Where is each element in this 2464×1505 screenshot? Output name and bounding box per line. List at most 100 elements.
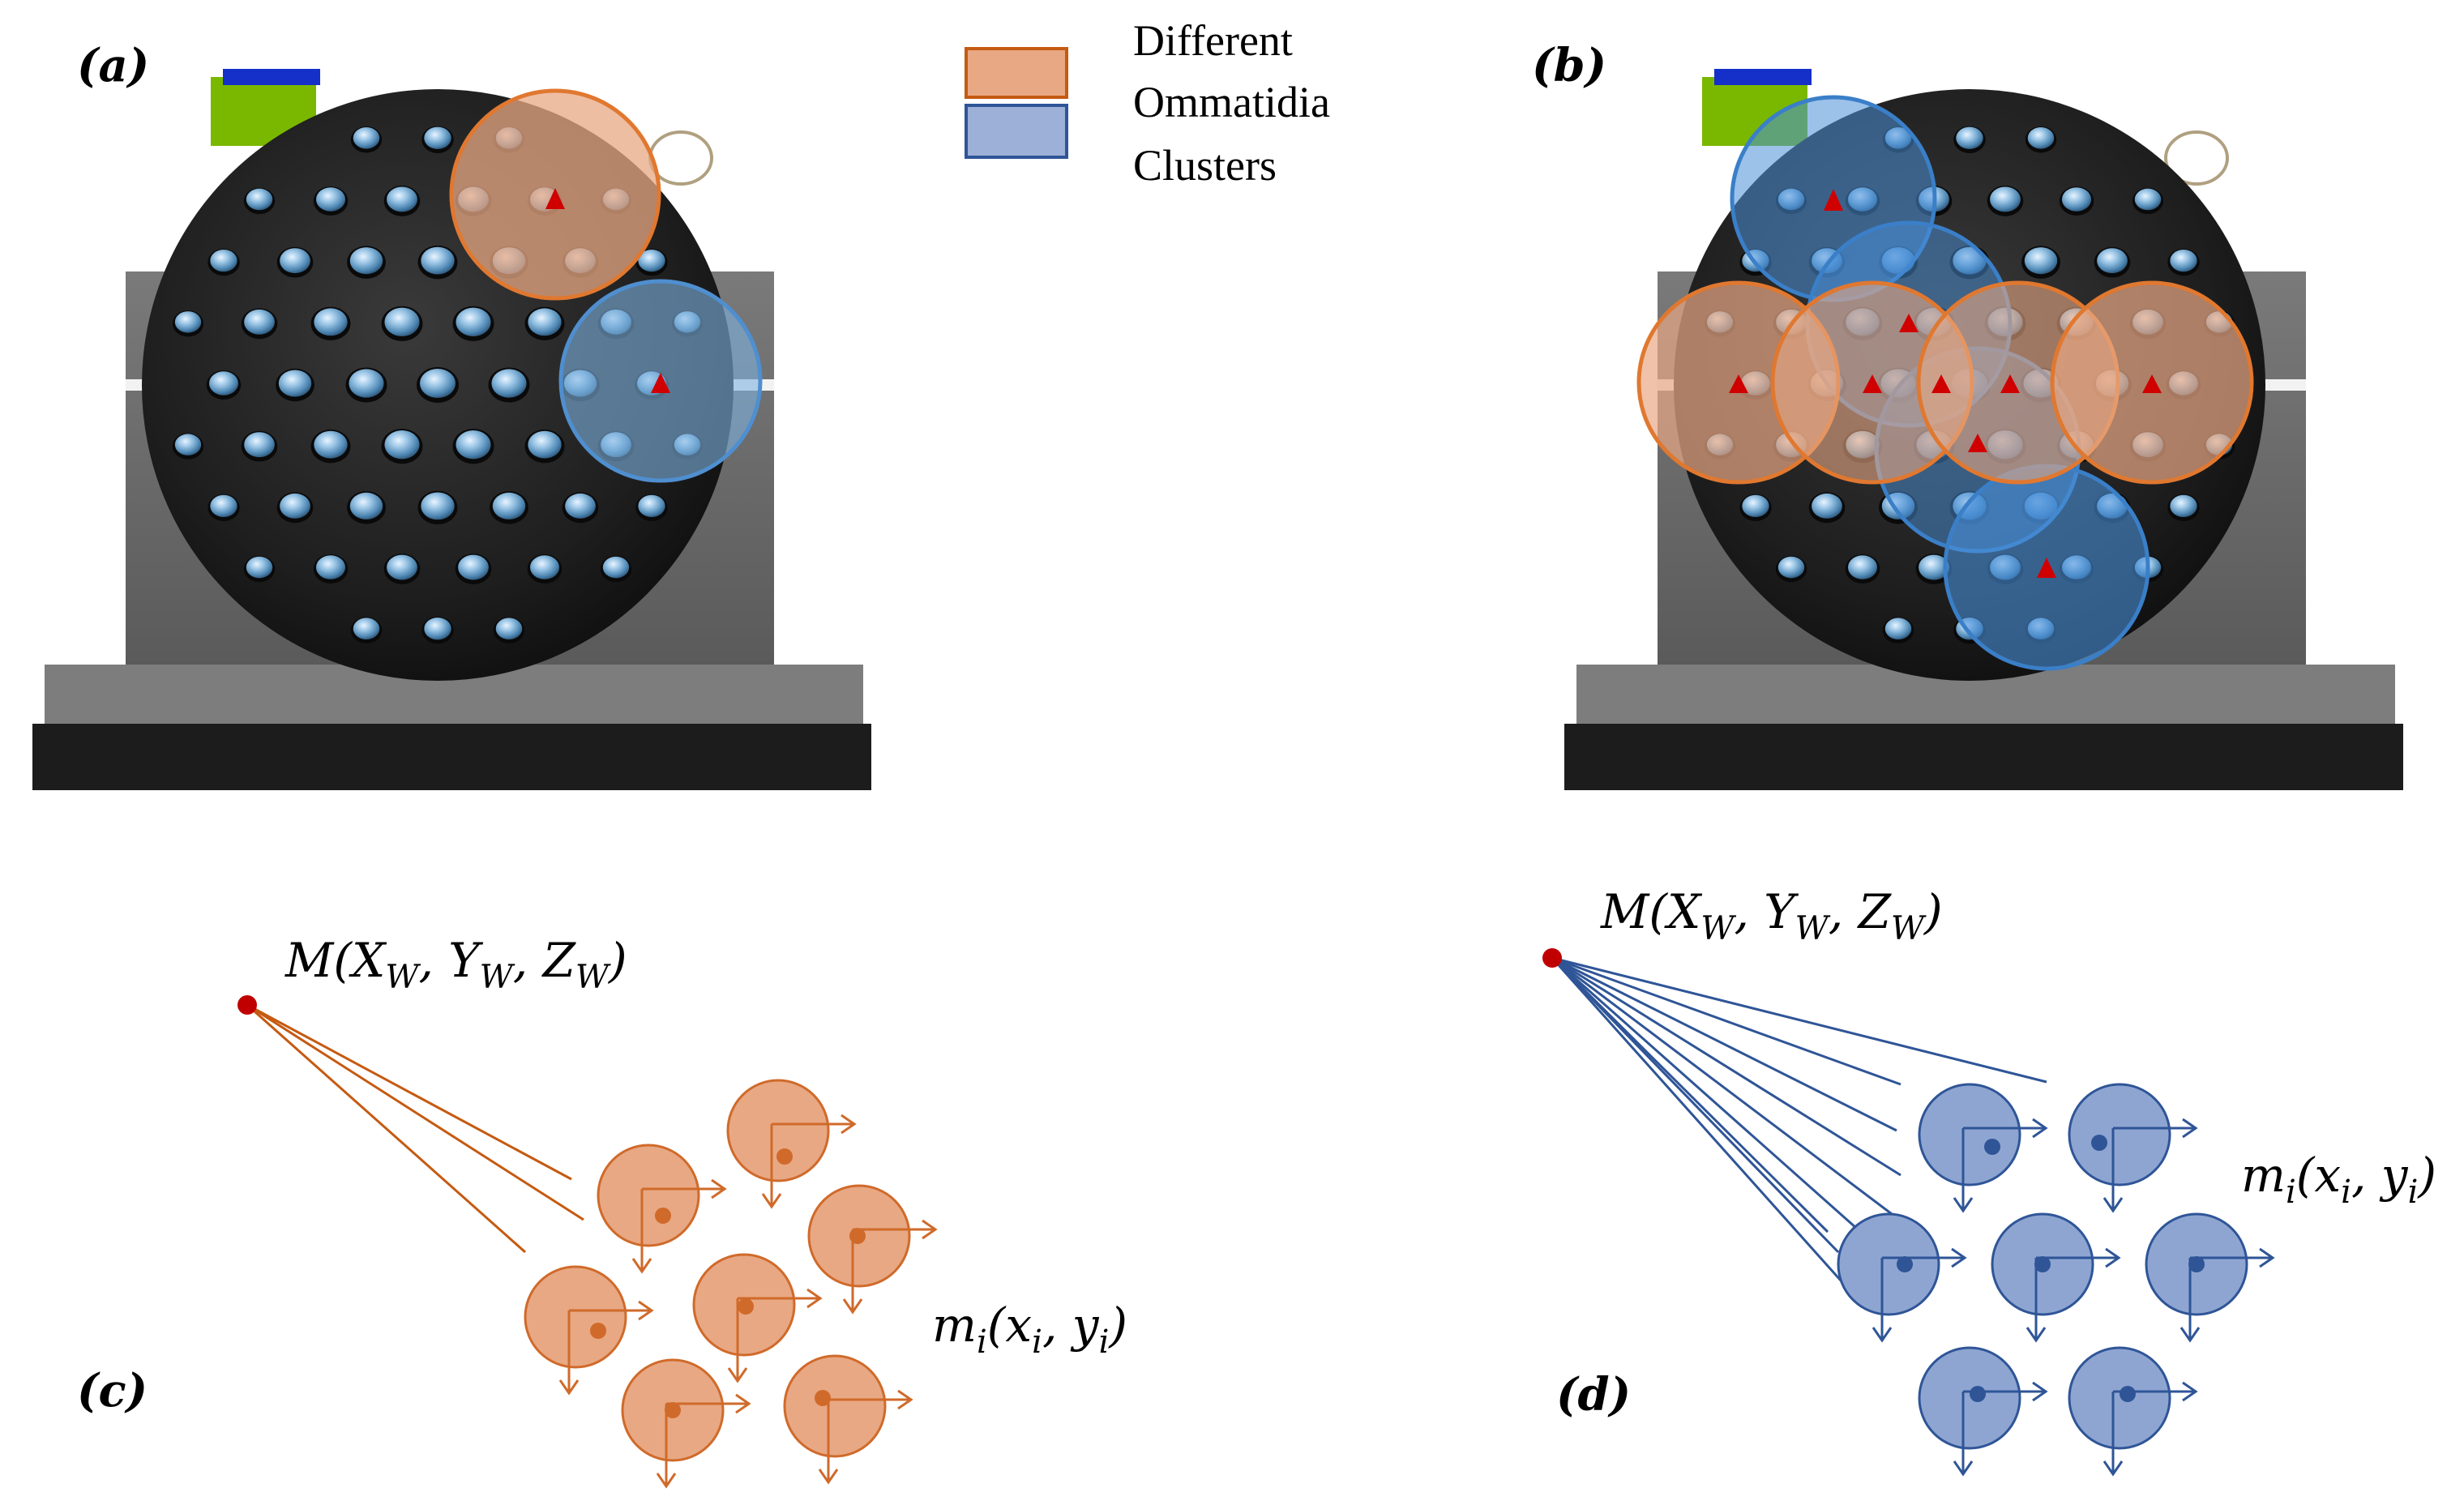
local-axes xyxy=(2103,1381,2198,1477)
image-point xyxy=(1970,1386,1986,1402)
ommatidium-lens xyxy=(421,492,455,520)
ommatidium-lens xyxy=(1884,618,1912,640)
image-point xyxy=(1897,1256,1913,1272)
projection-diagram-c: M(XW, YW, ZW) mi(xi, yi) xyxy=(237,933,1127,1489)
projection-diagram-d: M(XW, YW, ZW) mi(xi, yi) xyxy=(1542,884,2436,1477)
device-base xyxy=(32,724,871,790)
ommatidium-lens xyxy=(1990,186,2021,212)
ommatidium-lens xyxy=(387,554,417,580)
ommatidium-cell xyxy=(692,1253,823,1383)
local-axes xyxy=(1872,1247,1967,1343)
ommatidium-lens xyxy=(2170,250,2197,272)
ommatidia-cells xyxy=(524,1079,938,1489)
image-point xyxy=(655,1208,671,1224)
ommatidium-lens xyxy=(349,492,383,519)
image-point-label: mi(xi, yi) xyxy=(932,1298,1127,1361)
projection-ray xyxy=(1551,956,1897,1132)
projection-ray xyxy=(1551,956,1857,1229)
cluster-center-marker xyxy=(545,188,565,209)
image-point xyxy=(776,1148,793,1165)
legend-line-2: Ommatidia xyxy=(1133,78,1330,126)
local-axes xyxy=(2026,1247,2121,1343)
projection-ray xyxy=(1551,956,1906,1225)
ommatidium-lens xyxy=(246,556,273,579)
ommatidium-cell xyxy=(524,1265,654,1396)
ommatidium-lens xyxy=(424,618,451,640)
projection-ray xyxy=(1551,956,2047,1084)
legend-swatch-blue xyxy=(965,104,1068,159)
local-axes xyxy=(727,1288,823,1383)
ommatidium-cell xyxy=(726,1079,857,1209)
ommatidium-lens xyxy=(246,188,273,211)
ommatidium-lens xyxy=(638,494,665,517)
image-point xyxy=(1984,1139,2000,1155)
ommatidium-lens xyxy=(1956,126,1983,149)
ommatidium-lens xyxy=(2097,248,2128,274)
ommatidium-lens xyxy=(209,371,238,395)
ommatidium-lens xyxy=(528,308,562,336)
ommatidium-cell xyxy=(1918,1083,2048,1213)
world-point xyxy=(1542,948,1562,968)
ommatidium-lens xyxy=(349,247,383,275)
projection-rays xyxy=(246,1003,584,1254)
ommatidium-lens xyxy=(528,430,562,459)
ommatidium-lens xyxy=(280,248,310,274)
projection-ray xyxy=(1551,956,1829,1234)
ommatidium-lens xyxy=(244,309,275,335)
local-axes xyxy=(1953,1118,2048,1213)
image-point xyxy=(815,1390,831,1406)
cable-loop xyxy=(2164,130,2229,186)
local-axes xyxy=(2180,1247,2275,1343)
ommatidium-lens xyxy=(491,369,527,398)
image-point xyxy=(2120,1386,2136,1402)
ommatidium-lens xyxy=(244,432,275,458)
ommatidium-lens xyxy=(421,246,455,275)
projection-ray xyxy=(246,1003,584,1221)
ommatidia-cells xyxy=(1837,1083,2275,1477)
local-axes xyxy=(761,1114,857,1209)
local-axes xyxy=(842,1219,938,1315)
ommatidium-cell xyxy=(621,1358,751,1489)
ommatidium-lens xyxy=(638,250,665,272)
projection-ray xyxy=(1551,956,1901,1177)
ommatidium-lens xyxy=(456,307,491,336)
device-a xyxy=(32,69,871,790)
ommatidium-lens xyxy=(495,618,523,640)
image-point xyxy=(590,1323,606,1339)
connector-cap xyxy=(1714,69,1812,85)
projection-ray xyxy=(1551,956,1901,1086)
ommatidium-lens xyxy=(349,369,384,398)
ommatidium-lens xyxy=(2024,247,2058,275)
ommatidium-cell xyxy=(2145,1212,2275,1343)
ommatidium-lens xyxy=(420,369,456,398)
ommatidium-cell xyxy=(2068,1083,2198,1213)
ommatidium-lens xyxy=(424,126,451,149)
local-axes xyxy=(2103,1118,2198,1213)
connector-cap xyxy=(223,69,320,85)
ommatidium-cell xyxy=(2068,1346,2198,1477)
projection-ray xyxy=(246,1003,526,1254)
device-base xyxy=(1564,724,2403,790)
ommatidium-lens xyxy=(565,493,596,519)
ommatidium-lens xyxy=(210,250,237,272)
ommatidium-lens xyxy=(456,430,491,460)
ommatidium-cell xyxy=(597,1144,727,1274)
ommatidium-cell xyxy=(783,1354,913,1485)
ommatidium-lens xyxy=(210,494,237,517)
legend-swatch-orange xyxy=(965,47,1068,99)
ommatidium-lens xyxy=(1919,554,1949,580)
ommatidium-lens xyxy=(1847,555,1878,579)
ommatidium-lens xyxy=(314,430,348,459)
ommatidium-cell xyxy=(1837,1212,1967,1343)
ommatidium-lens xyxy=(353,126,380,149)
legend-line-1: Different xyxy=(1133,16,1293,65)
ommatidium-cell xyxy=(1991,1212,2121,1343)
ommatidium-lens xyxy=(602,556,630,579)
local-axes xyxy=(656,1393,751,1489)
ommatidium-lens xyxy=(278,370,312,397)
world-point xyxy=(237,995,257,1015)
ommatidium-lens xyxy=(2134,188,2162,211)
legend: Different Ommatidia Clusters xyxy=(965,16,1330,190)
ommatidium-lens xyxy=(384,307,420,336)
